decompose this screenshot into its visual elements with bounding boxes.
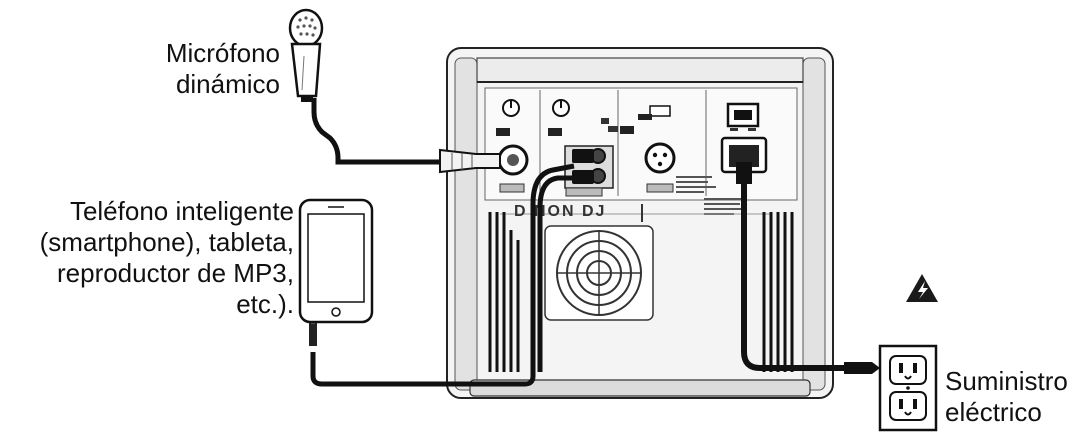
vent-grille-right xyxy=(762,212,794,372)
power-label-line-2: eléctrico xyxy=(945,397,1042,427)
device-label: Teléfono inteligente (smartphone), table… xyxy=(0,196,294,320)
power-switch xyxy=(726,102,760,131)
power-outlet-icon xyxy=(878,344,938,432)
power-label-line-1: Suministro xyxy=(945,366,1068,396)
lightning-warning-icon xyxy=(906,274,938,302)
device-label-line-1: Teléfono inteligente xyxy=(69,196,294,226)
volume-knob-1 xyxy=(502,99,520,117)
speaker-port xyxy=(544,225,654,321)
speaker-rear-panel: D NON DJ xyxy=(446,47,834,399)
power-cable xyxy=(736,162,888,374)
power-inlet xyxy=(720,136,768,174)
microphone-icon xyxy=(288,8,324,102)
xlr-output-jack xyxy=(644,142,676,193)
vent-grille-left xyxy=(488,212,520,372)
device-label-line-2: (smartphone), tableta, xyxy=(39,227,294,257)
device-label-line-4: etc.). xyxy=(236,289,294,319)
device-label-line-3: reproductor de MP3, xyxy=(56,258,294,288)
mic-cable xyxy=(311,98,501,174)
smartphone-icon xyxy=(298,198,374,324)
microphone-label-line-2: dinámico xyxy=(175,69,280,99)
microphone-label: Micrófono dinámico xyxy=(110,38,280,100)
audio-cable xyxy=(309,149,594,387)
power-label: Suministro eléctrico xyxy=(945,366,1085,428)
brand-label: D NON DJ xyxy=(514,203,606,220)
volume-knob-2 xyxy=(552,99,570,117)
microphone-label-line-1: Micrófono xyxy=(165,38,280,68)
mic-input-jack xyxy=(497,144,529,193)
